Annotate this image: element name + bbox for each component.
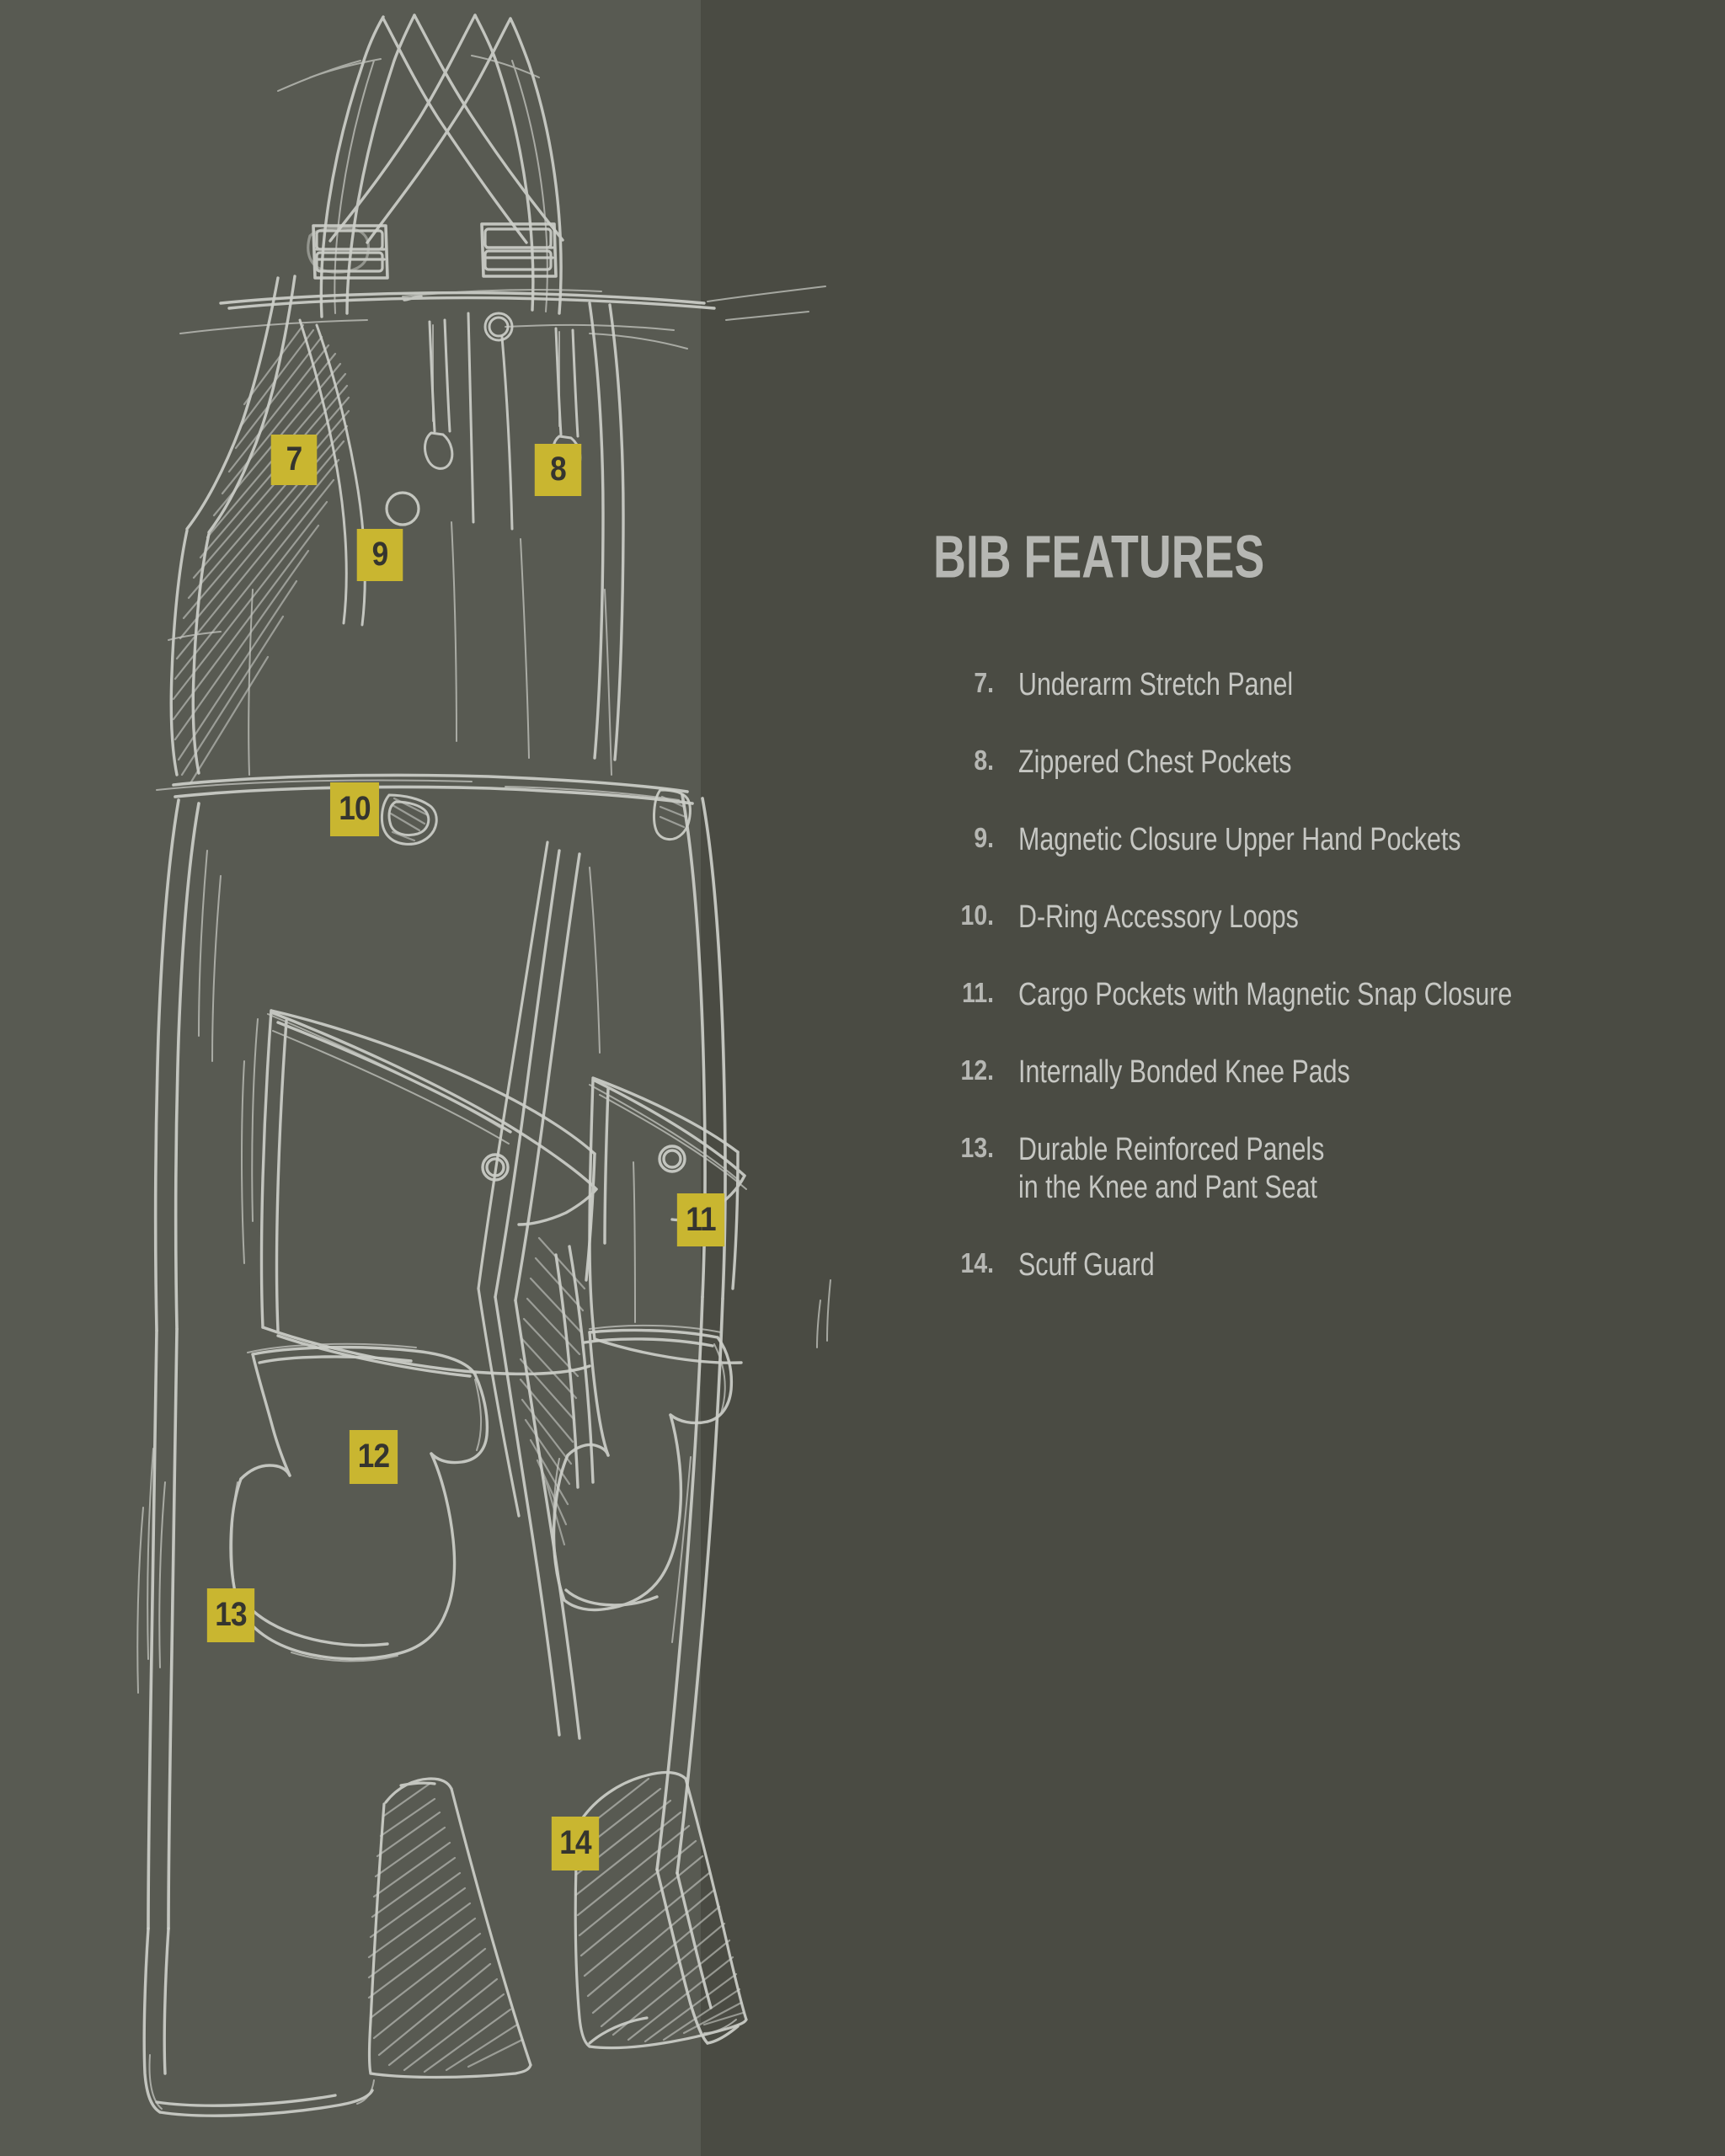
feature-label: Scuff Guard: [1018, 1247, 1155, 1283]
callout-badge-9[interactable]: 9: [356, 529, 403, 581]
background-panel-left: [0, 0, 701, 2156]
feature-number: 14.: [960, 1247, 994, 1278]
feature-label: D-Ring Accessory Loops: [1018, 899, 1299, 935]
feature-number: 7.: [974, 667, 994, 698]
callout-badge-13[interactable]: 13: [206, 1588, 255, 1642]
callout-badge-7[interactable]: 7: [270, 435, 318, 485]
feature-item-13: 13. Durable Reinforced Panels in the Kne…: [933, 1131, 1691, 1207]
feature-number: 13.: [960, 1132, 994, 1163]
feature-item-9: 9. Magnetic Closure Upper Hand Pockets: [933, 821, 1691, 859]
callout-badge-12[interactable]: 12: [349, 1430, 398, 1484]
features-list: 7. Underarm Stretch Panel 8. Zippered Ch…: [933, 666, 1691, 1284]
feature-number: 12.: [960, 1054, 994, 1086]
callout-number: 9: [371, 536, 389, 573]
callout-number: 10: [339, 790, 371, 827]
feature-number: 11.: [962, 977, 994, 1008]
feature-label: Durable Reinforced Panels in the Knee an…: [1018, 1132, 1325, 1205]
callout-number: 13: [215, 1596, 247, 1633]
callout-number: 8: [550, 451, 567, 488]
callout-badge-11[interactable]: 11: [676, 1193, 725, 1246]
callout-number: 12: [357, 1438, 390, 1475]
callout-number: 7: [286, 440, 303, 478]
callout-badge-8[interactable]: 8: [534, 444, 582, 496]
feature-item-12: 12. Internally Bonded Knee Pads: [933, 1054, 1691, 1091]
feature-number: 8.: [974, 744, 994, 776]
bib-overalls-sketch: [0, 0, 851, 2156]
callout-badge-10[interactable]: 10: [329, 782, 380, 836]
feature-label: Cargo Pockets with Magnetic Snap Closure: [1018, 977, 1513, 1012]
feature-number: 9.: [974, 822, 994, 853]
feature-item-7: 7. Underarm Stretch Panel: [933, 666, 1691, 704]
feature-label: Magnetic Closure Upper Hand Pockets: [1018, 822, 1461, 857]
page-title: BIB FEATURES: [933, 522, 1265, 591]
feature-item-11: 11. Cargo Pockets with Magnetic Snap Clo…: [933, 976, 1691, 1014]
feature-label: Zippered Chest Pockets: [1018, 744, 1292, 780]
background-panel-right: [701, 0, 1725, 2156]
callout-badge-14[interactable]: 14: [551, 1817, 600, 1870]
feature-label: Internally Bonded Knee Pads: [1018, 1054, 1350, 1090]
callout-number: 14: [559, 1824, 591, 1861]
features-panel: BIB FEATURES 7. Underarm Stretch Panel 8…: [933, 526, 1691, 1324]
feature-item-10: 10. D-Ring Accessory Loops: [933, 899, 1691, 937]
feature-label: Underarm Stretch Panel: [1018, 667, 1294, 702]
feature-item-14: 14. Scuff Guard: [933, 1246, 1691, 1284]
feature-item-8: 8. Zippered Chest Pockets: [933, 744, 1691, 782]
callout-number: 11: [686, 1200, 716, 1238]
feature-number: 10.: [960, 899, 994, 931]
